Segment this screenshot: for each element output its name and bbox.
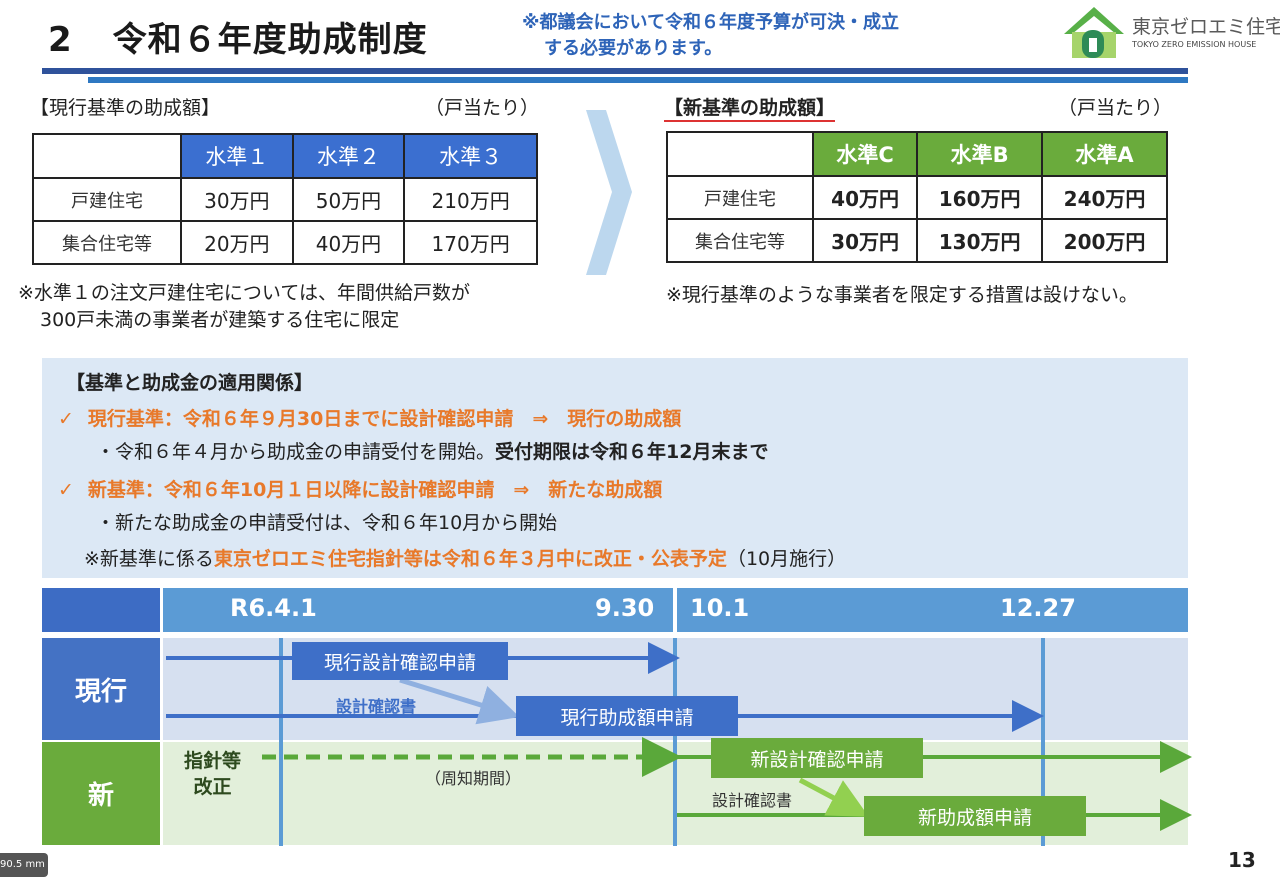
notice-period: （周知期間） bbox=[425, 769, 522, 788]
relation-item-new-sub: ・新たな助成金の申請受付は、令和６年10月から開始 bbox=[96, 512, 558, 534]
house-icon bbox=[1064, 7, 1124, 58]
new-unit: （戸当たり） bbox=[1058, 97, 1173, 119]
relation-box bbox=[42, 358, 1188, 578]
check-icon: ✓ bbox=[58, 479, 74, 501]
guideline-revision: 指針等改正 bbox=[184, 750, 242, 798]
relation-item-new: ✓新基準：令和６年10月１日以降に設計確認申請 ⇒ 新たな助成額 bbox=[58, 479, 663, 501]
check-icon: ✓ bbox=[58, 408, 74, 430]
new-note: ※現行基準のような事業者を限定する措置は設けない。 bbox=[666, 284, 1138, 306]
new-design-application: 新設計確認申請 bbox=[711, 738, 923, 778]
budget-note: ※都議会において令和６年度予算が可決・成立する必要があります。 bbox=[522, 12, 899, 59]
page-number: 13 bbox=[1228, 848, 1256, 872]
current-design-application: 現行設計確認申請 bbox=[292, 642, 508, 680]
current-heading: 【現行基準の助成額】 bbox=[30, 97, 221, 119]
date-line bbox=[1041, 638, 1045, 846]
date-label: 12.27 bbox=[1000, 594, 1076, 622]
timeline-header bbox=[163, 588, 673, 632]
row-label-current: 現行 bbox=[42, 638, 160, 740]
new-design-doc-label: 設計確認書 bbox=[712, 791, 793, 810]
chevron-right-icon bbox=[586, 110, 632, 275]
design-doc-label: 設計確認書 bbox=[336, 697, 417, 716]
current-unit: （戸当たり） bbox=[425, 97, 540, 119]
date-line bbox=[279, 638, 283, 846]
date-label: 9.30 bbox=[595, 594, 655, 622]
measurement-overlay: 90.5 mm bbox=[0, 853, 48, 877]
row-label-new: 新 bbox=[42, 742, 160, 845]
new-subsidy-application: 新助成額申請 bbox=[864, 796, 1086, 836]
timeline-header bbox=[677, 588, 1188, 632]
date-label: 10.1 bbox=[690, 594, 750, 622]
current-subsidy-application: 現行助成額申請 bbox=[516, 696, 738, 736]
relation-item-current-sub: ・令和６年４月から助成金の申請受付を開始。受付期限は令和６年12月末まで bbox=[96, 441, 769, 463]
new-heading: 【新基準の助成額】 bbox=[664, 93, 836, 122]
divider-bar bbox=[88, 77, 1188, 83]
relation-item-current: ✓現行基準：令和６年９月30日までに設計確認申請 ⇒ 現行の助成額 bbox=[58, 408, 682, 430]
divider-bar bbox=[42, 68, 1188, 74]
date-label: R6.4.1 bbox=[230, 594, 317, 622]
relation-note: ※新基準に係る東京ゼロエミ住宅指針等は令和６年３月中に改正・公表予定（10月施行… bbox=[84, 548, 847, 570]
relation-heading: 【基準と助成金の適用関係】 bbox=[66, 372, 314, 394]
timeline-corner bbox=[42, 588, 160, 632]
